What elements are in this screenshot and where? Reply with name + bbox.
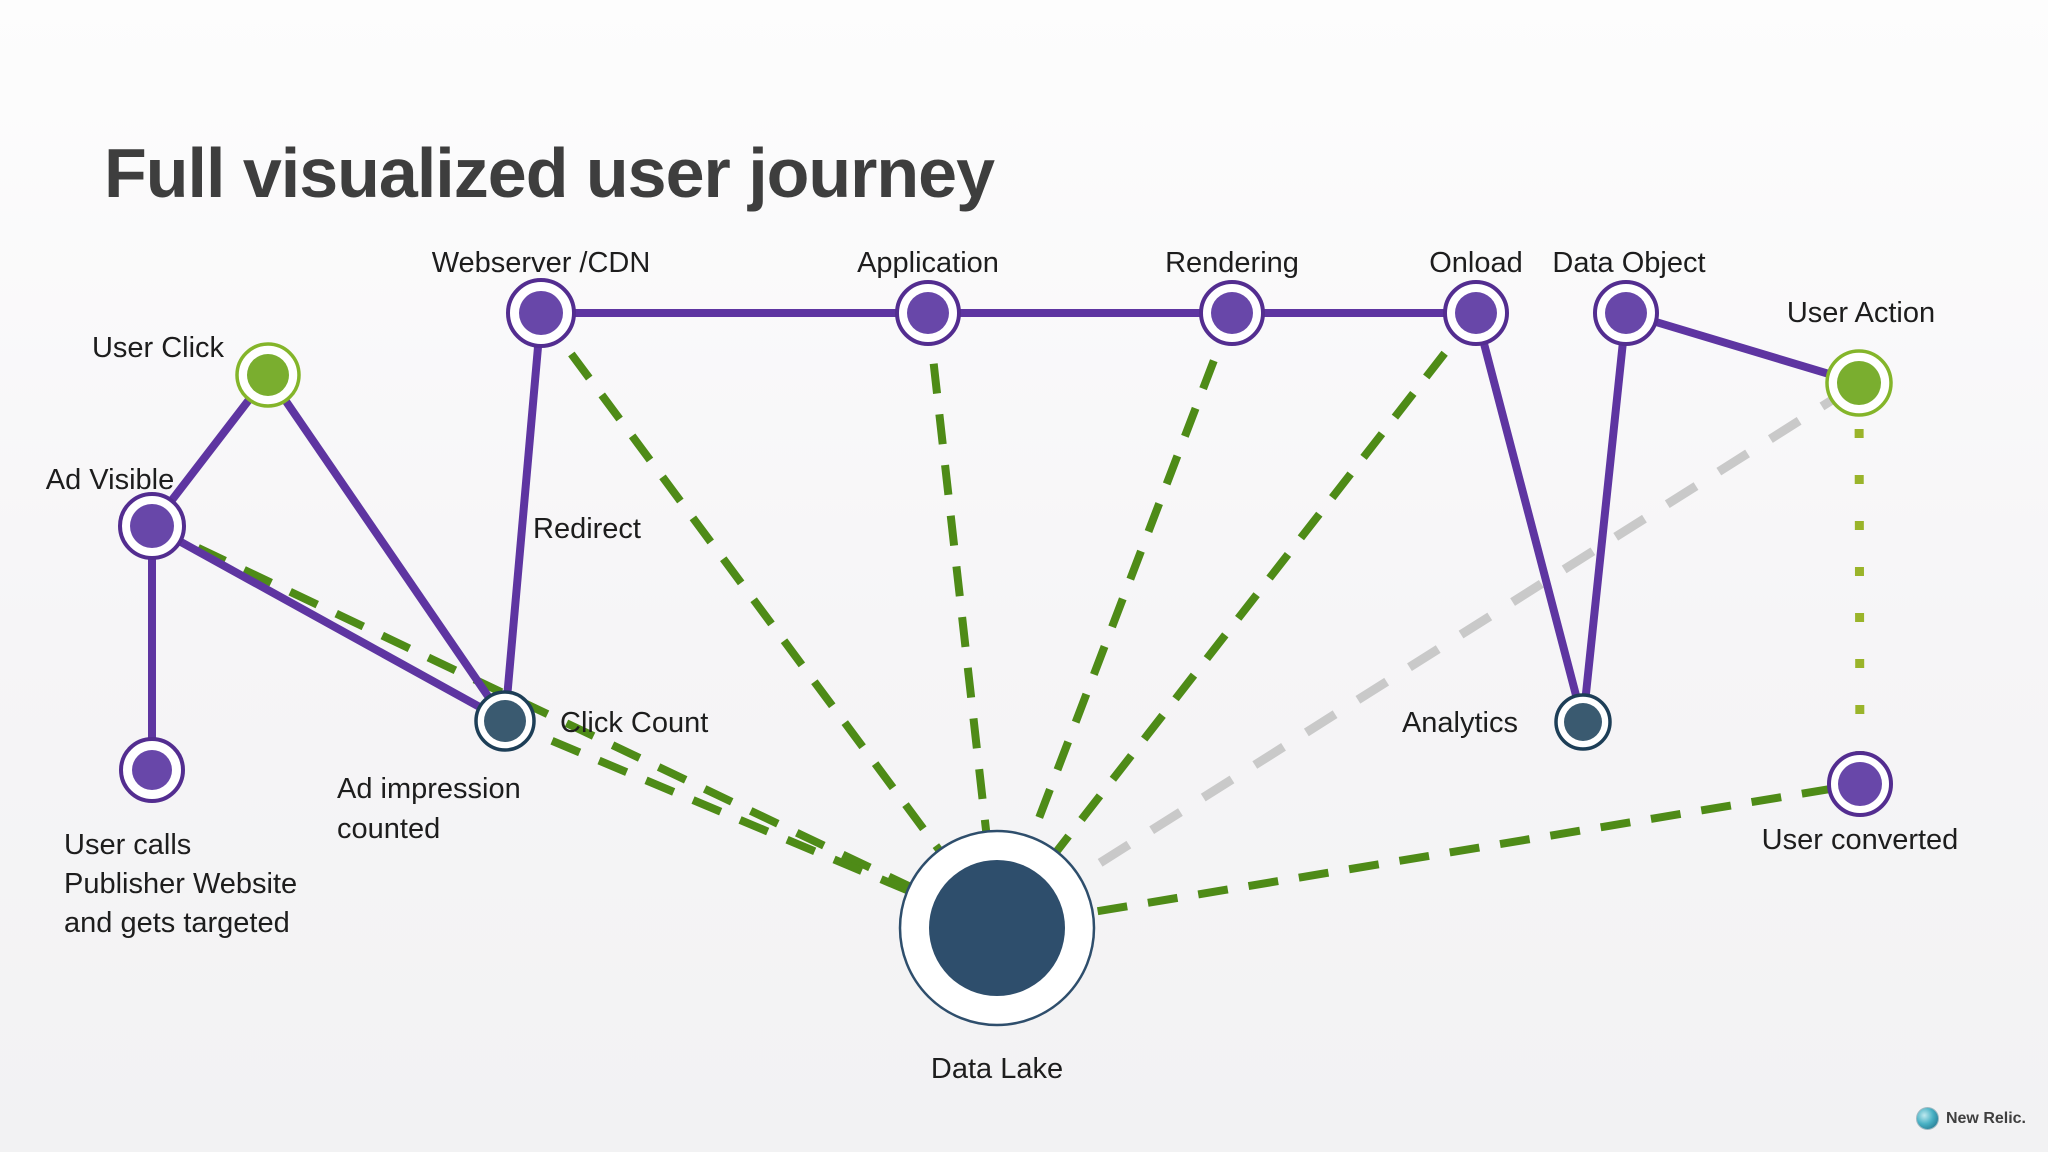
node-user-calls <box>119 737 185 803</box>
node-click-count <box>474 690 536 752</box>
node-user-converted-label: User converted <box>1762 824 1959 856</box>
edge-click-count-to-data-lake <box>503 717 999 932</box>
node-user-click <box>235 342 301 408</box>
node-onload <box>1443 280 1509 346</box>
edge-data-object-to-user-action <box>1624 309 1861 387</box>
node-data-object-label: Data Object <box>1552 247 1705 279</box>
page-title: Full visualized user journey <box>104 133 995 212</box>
node-application <box>895 280 961 346</box>
node-data-object-dot <box>1605 292 1647 334</box>
node-ad-visible-label: Ad Visible <box>46 464 174 496</box>
node-onload-dot <box>1455 292 1497 334</box>
node-webserver <box>506 278 576 348</box>
node-webserver-dot <box>519 291 563 335</box>
edge-ad-visible-to-click-count <box>150 522 507 725</box>
node-rendering-dot <box>1211 292 1253 334</box>
node-data-lake-label: Data Lake <box>931 1053 1063 1085</box>
node-ad-visible <box>118 492 186 560</box>
node-application-label: Application <box>857 247 999 279</box>
node-user-calls-dot <box>132 750 172 790</box>
node-user-converted-dot <box>1838 762 1882 806</box>
node-user-click-dot <box>247 354 289 396</box>
node-user-converted <box>1827 751 1893 817</box>
node-ad-visible-dot <box>130 504 174 548</box>
node-user-action-dot <box>1837 361 1881 405</box>
node-analytics <box>1554 693 1612 751</box>
new-relic-globe-icon <box>1915 1107 1939 1130</box>
new-relic-logo-text: New Relic. <box>1945 1109 2026 1127</box>
node-rendering <box>1199 280 1265 346</box>
node-application-dot <box>907 292 949 334</box>
edge-data-object-to-analytics <box>1579 312 1630 723</box>
node-click-count-label: Click Count <box>560 707 708 739</box>
node-data-lake <box>898 829 1096 1027</box>
node-data-object <box>1593 280 1659 346</box>
edge-application-to-data-lake <box>924 312 1001 929</box>
node-data-lake-dot <box>929 860 1065 996</box>
edge-user-click-to-click-count <box>264 372 509 724</box>
edge-user-action-to-user-converted <box>1854 382 1865 785</box>
edge-onload-to-analytics <box>1472 311 1587 724</box>
edge-onload-to-data-lake <box>993 310 1480 931</box>
edge-ad-visible-to-data-lake <box>150 522 999 932</box>
node-click-count-dot <box>484 700 526 742</box>
node-webserver-label: Webserver /CDN <box>432 247 651 279</box>
node-user-action-label: User Action <box>1787 297 1935 329</box>
node-user-action <box>1825 349 1893 417</box>
edge-data-lake-to-user-converted <box>996 780 1861 932</box>
new-relic-logo: New Relic. <box>1915 1107 2026 1130</box>
edge-webserver-to-data-lake <box>537 310 1001 931</box>
edge-webserver-to-click-count <box>501 312 545 722</box>
edge-rendering-to-data-lake <box>993 311 1236 930</box>
node-user-click-label: User Click <box>92 332 225 364</box>
redirect-label: Redirect <box>533 513 641 545</box>
node-onload-label: Onload <box>1429 247 1523 279</box>
node-analytics-dot <box>1564 703 1602 741</box>
node-rendering-label: Rendering <box>1165 247 1299 279</box>
node-analytics-label: Analytics <box>1402 707 1518 739</box>
edge-data-lake-to-user-action <box>994 379 1862 932</box>
